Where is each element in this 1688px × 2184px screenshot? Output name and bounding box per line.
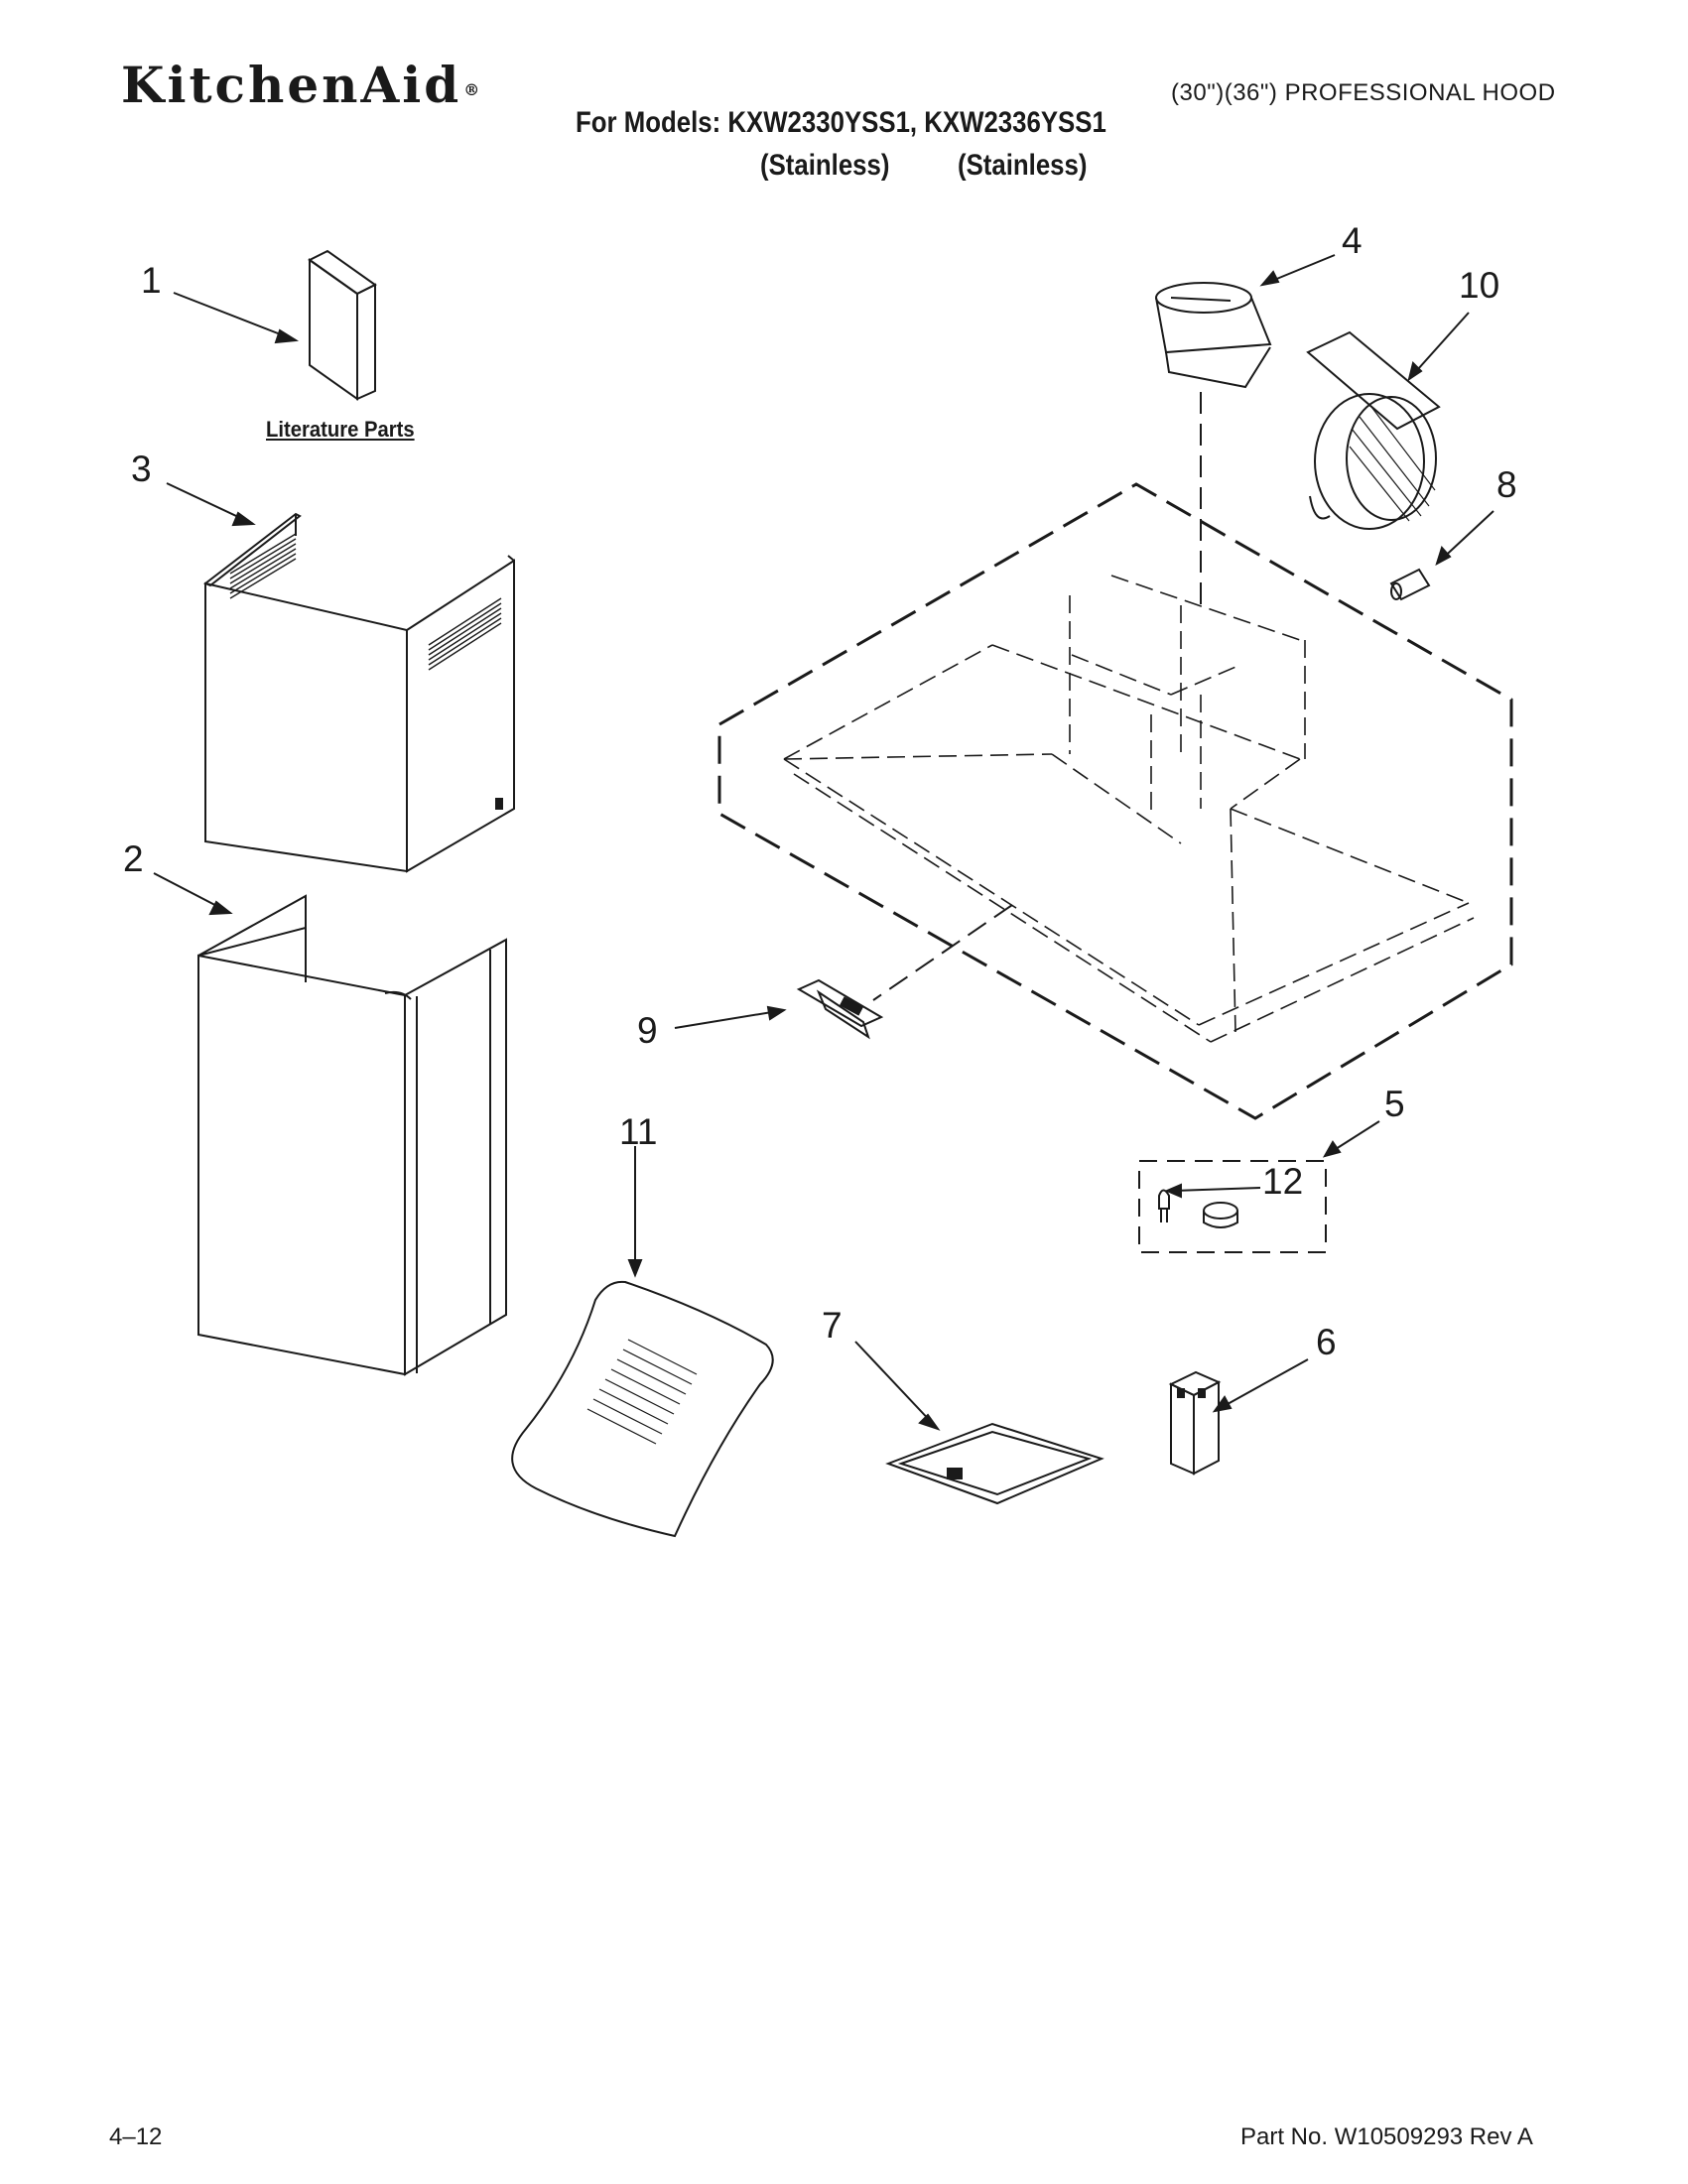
- literature-booklet-part: [308, 249, 377, 401]
- callout-4: 4: [1342, 220, 1363, 261]
- callout-2: 2: [123, 838, 144, 879]
- callout-leaders: [153, 254, 1494, 1431]
- callout-3: 3: [131, 449, 152, 489]
- models-line: For Models: KXW2330YSS1, KXW2336YSS1: [576, 106, 1106, 139]
- installation-manual-part: [511, 1280, 774, 1538]
- callout-11: 11: [619, 1111, 658, 1152]
- lamp-kit-group: [1138, 1160, 1327, 1253]
- callout-8: 8: [1496, 464, 1517, 505]
- junction-box-part: [1168, 1370, 1222, 1476]
- brand-name: KitchenAid: [121, 56, 462, 114]
- callout-1: 1: [141, 260, 162, 301]
- literature-parts-label: Literature Parts: [266, 417, 415, 442]
- finish-label-2: (Stainless): [958, 149, 1088, 182]
- grease-filter-part: [885, 1422, 1104, 1505]
- callout-9: 9: [637, 1010, 658, 1051]
- callout-12: 12: [1262, 1161, 1304, 1202]
- damper-transition-part: [1155, 282, 1272, 389]
- capacitor-part: [1389, 568, 1431, 601]
- part-number: Part No. W10509293 Rev A: [1240, 2123, 1533, 2150]
- registered-mark: ®: [463, 79, 480, 99]
- callout-10: 10: [1459, 265, 1500, 306]
- page-number: 4–12: [109, 2123, 163, 2150]
- control-axis-line: [872, 904, 1013, 1001]
- blower-assembly-part: [1306, 330, 1441, 530]
- finish-label-1: (Stainless): [760, 149, 890, 182]
- light-socket-part: [1203, 1202, 1238, 1228]
- hood-title: (30")(36") PROFESSIONAL HOOD: [1171, 79, 1556, 106]
- upper-duct-cover-part: [202, 512, 515, 873]
- hood-body-outline: [717, 482, 1513, 1120]
- hood-internal-lines: [783, 575, 1475, 1043]
- callout-7: 7: [822, 1305, 843, 1346]
- callout-5: 5: [1384, 1084, 1405, 1124]
- kitchenaid-logo: KitchenAid®: [121, 56, 479, 114]
- bulb-part: [1158, 1189, 1170, 1222]
- control-switch-part: [796, 978, 884, 1040]
- lower-duct-cover-part: [197, 894, 507, 1376]
- callout-6: 6: [1316, 1322, 1337, 1362]
